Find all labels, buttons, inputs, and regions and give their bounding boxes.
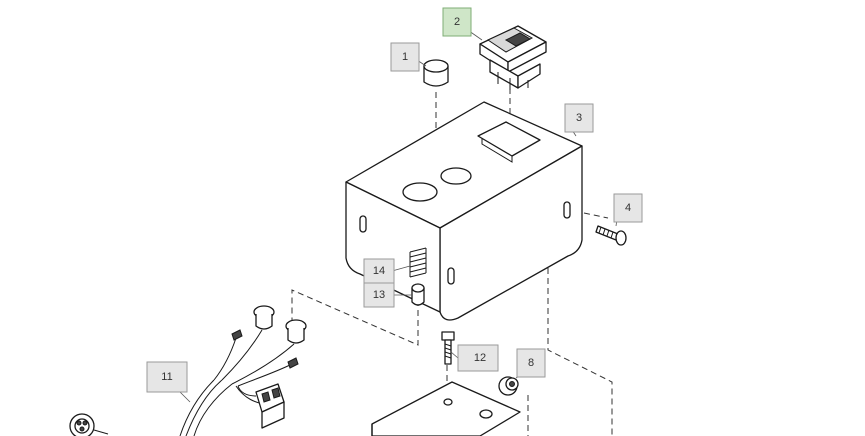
callout-8-label: 8 (528, 357, 534, 369)
part-11-wiring-harness[interactable] (179, 305, 307, 436)
callout-2[interactable]: 2 (442, 7, 472, 37)
callout-4-label: 4 (625, 202, 631, 214)
callout-2-label: 2 (454, 16, 460, 28)
part-13-plunger[interactable] (411, 283, 425, 306)
callout-1[interactable]: 1 (390, 42, 420, 72)
part-2-rocker-switch[interactable] (479, 25, 547, 90)
callout-14-label: 14 (373, 265, 385, 277)
callout-11-label: 11 (161, 371, 172, 383)
callout-8[interactable]: 8 (516, 348, 546, 378)
callout-12[interactable]: 12 (457, 344, 499, 372)
callout-4[interactable]: 4 (613, 193, 643, 223)
callout-1-label: 1 (402, 51, 408, 63)
base-plate (371, 381, 521, 436)
callout-14[interactable]: 14 (363, 258, 395, 284)
part-14-spring[interactable] (409, 247, 427, 278)
part-8-grommet[interactable] (498, 376, 519, 396)
part-4-screw[interactable] (595, 225, 627, 246)
callout-12-label: 12 (474, 352, 486, 364)
callout-11[interactable]: 11 (146, 361, 188, 393)
callout-3[interactable]: 3 (564, 103, 594, 133)
part-1-button-cap[interactable] (423, 59, 449, 87)
callout-13-label: 13 (373, 289, 385, 301)
round-connector (69, 413, 109, 436)
callout-13[interactable]: 13 (363, 282, 395, 308)
callout-3-label: 3 (576, 112, 582, 124)
part-12-bolt[interactable] (441, 331, 455, 365)
